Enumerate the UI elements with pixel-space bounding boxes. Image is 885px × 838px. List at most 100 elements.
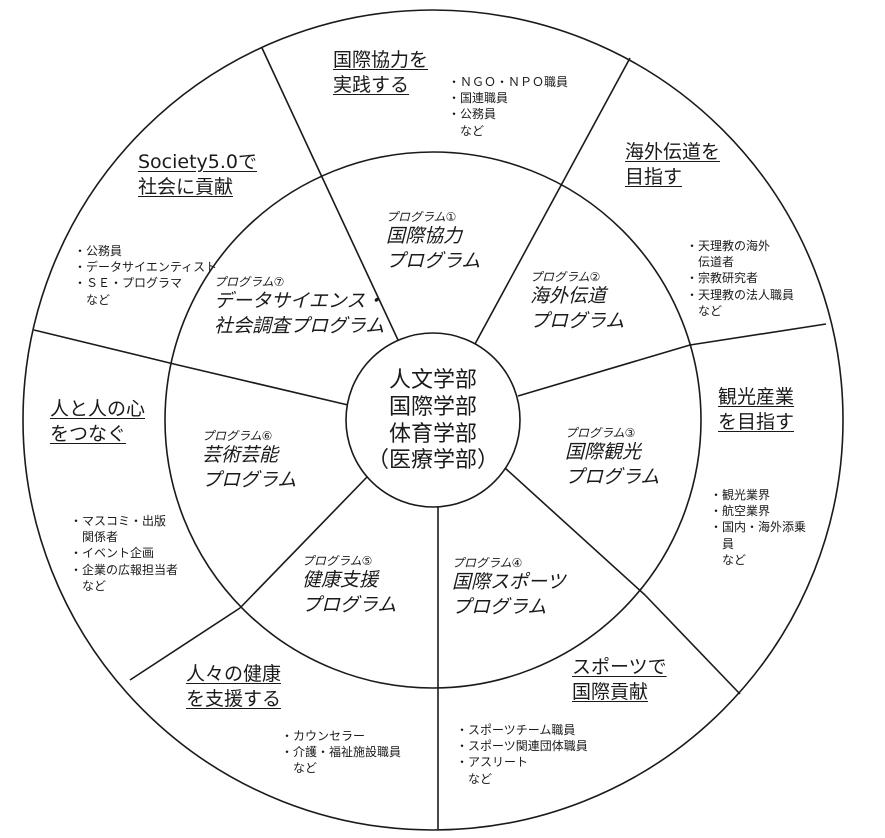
career-jobs: ・マスコミ・出版 関係者 ・イベント企画 ・企業の広報担当者 など	[70, 513, 178, 594]
career-goal: 社会に貢献	[138, 175, 234, 198]
inner-divider	[504, 467, 646, 596]
career-jobs: ・観光業界 ・航空業界 ・国内・海外添乗 員 など	[710, 487, 806, 568]
program-6: プログラム⑥ 芸術芸能 プログラム	[202, 429, 296, 493]
job-item: 関係者	[70, 530, 119, 545]
inner-divider	[474, 177, 566, 345]
program-name: プログラム	[302, 594, 397, 617]
career-goal: 人と人の心	[50, 398, 146, 420]
program-name: 国際スポーツ	[452, 571, 566, 594]
job-item: ・アスリート	[456, 755, 529, 770]
job-item: ・ＳＥ・プログラマ	[74, 276, 183, 291]
program-number: プログラム⑦	[214, 275, 285, 289]
job-item: ・介護・福祉施設職員	[281, 745, 402, 760]
career-goal: 海外伝道を	[625, 141, 721, 163]
career-jobs: ・スポーツチーム職員 ・スポーツ関連団体職員 ・アスリート など	[456, 722, 588, 787]
job-item: など	[74, 292, 111, 307]
job-item: ・企業の広報担当者	[70, 562, 179, 577]
program-name: プログラム	[452, 596, 547, 619]
career-sports: スポーツで 国際貢献	[572, 655, 667, 704]
career-international-cooperation: 国際協力を 実践する	[333, 48, 428, 97]
outer-divider	[564, 57, 631, 179]
program-number: プログラム①	[386, 210, 457, 224]
program-number: プログラム③	[565, 426, 636, 440]
program-name: プログラム	[530, 310, 625, 333]
career-overseas-mission: 海外伝道を 目指す	[625, 140, 720, 189]
program-number: プログラム④	[452, 556, 523, 570]
outer-divider	[644, 594, 741, 695]
career-goal: 人々の健康	[186, 663, 282, 685]
job-item: ・スポーツ関連団体職員	[456, 739, 588, 754]
job-item: ・国内・海外添乗	[710, 520, 807, 535]
career-goal: をつなぐ	[50, 422, 127, 445]
job-item: など	[70, 578, 107, 593]
program-name: 国際協力	[386, 225, 463, 248]
job-item: など	[456, 771, 493, 786]
outer-divider	[261, 47, 316, 163]
job-item: など	[281, 761, 318, 776]
career-goal: を目指す	[718, 410, 795, 433]
program-name: プログラム	[202, 469, 297, 492]
career-jobs: ・天理教の海外 伝道者 ・宗教研究者 ・天理教の法人職員 など	[686, 238, 794, 319]
program-2: プログラム② 海外伝道 プログラム	[530, 270, 624, 334]
middle-ring	[164, 151, 702, 689]
program-5: プログラム⑤ 健康支援 プログラム	[302, 554, 396, 618]
job-item: ・イベント企画	[70, 546, 155, 561]
inner-divider	[177, 364, 349, 406]
program-name: プログラム	[565, 466, 660, 489]
faculty-physical-education: 体育学部	[388, 421, 477, 447]
faculty-medical: （医療学部）	[366, 448, 499, 474]
program-3: プログラム③ 国際観光 プログラム	[565, 426, 659, 490]
career-connect-hearts: 人と人の心 をつなぐ	[50, 397, 145, 446]
job-item: ・宗教研究者	[686, 271, 759, 286]
program-number: プログラム⑥	[202, 429, 273, 443]
center-circle	[345, 332, 521, 508]
job-item: ・天理教の海外	[686, 239, 771, 253]
program-name: データサイエンス・	[214, 290, 385, 313]
job-item: ・スポーツチーム職員	[456, 723, 576, 737]
career-jobs: ・ＮＧＯ・ＮＰＯ職員 ・国連職員 ・公務員 など	[448, 74, 568, 139]
program-4: プログラム④ 国際スポーツ プログラム	[452, 556, 566, 620]
program-name: 健康支援	[302, 569, 379, 592]
job-item: など	[448, 123, 485, 138]
faculty-humanities: 人文学部	[388, 368, 477, 393]
job-item: ・航空業界	[710, 504, 771, 519]
career-goal: Society5.0で	[138, 151, 258, 173]
job-item: 伝道者	[686, 255, 735, 270]
inner-divider	[239, 476, 368, 609]
program-number: プログラム⑤	[302, 554, 373, 568]
career-health-support: 人々の健康 を支援する	[186, 662, 281, 711]
program-name: 国際観光	[565, 441, 642, 464]
inner-divider	[314, 161, 399, 341]
job-item: ・天理教の法人職員	[686, 287, 795, 302]
program-7: プログラム⑦ データサイエンス・ 社会調査プログラム	[214, 275, 384, 339]
inner-divider	[517, 344, 691, 397]
job-item: など	[686, 303, 723, 318]
outer-ring	[22, 9, 844, 831]
program-name: 社会調査プログラム	[214, 315, 385, 338]
program-name: 芸術芸能	[202, 444, 279, 467]
career-goal: スポーツで	[572, 656, 667, 678]
outer-divider	[33, 329, 179, 366]
program-1: プログラム① 国際協力 プログラム	[386, 210, 480, 274]
job-item: ・観光業界	[710, 488, 771, 502]
job-item: ・データサイエンティスト	[74, 260, 218, 275]
career-goal: 観光産業	[718, 386, 795, 408]
career-goal: 目指す	[625, 165, 683, 188]
outer-divider	[129, 607, 241, 681]
program-name: 海外伝道	[530, 285, 607, 308]
career-jobs: ・公務員 ・データサイエンティスト ・ＳＥ・プログラマ など	[74, 243, 217, 308]
career-goal: 国際協力を	[333, 49, 429, 71]
job-item: ・カウンセラー	[281, 729, 366, 743]
faculty-international: 国際学部	[388, 394, 477, 420]
job-item: 員	[710, 536, 735, 551]
job-item: ・公務員	[74, 244, 123, 258]
career-society5: Society5.0で 社会に貢献	[138, 150, 257, 199]
career-goal: を支援する	[186, 687, 282, 710]
job-item: など	[710, 552, 747, 567]
career-tourism: 観光産業 を目指す	[718, 385, 794, 434]
job-item: ・公務員	[448, 107, 497, 122]
outer-divider	[689, 323, 827, 346]
job-item: ・国連職員	[448, 91, 509, 106]
career-goal: 実践する	[333, 73, 410, 96]
